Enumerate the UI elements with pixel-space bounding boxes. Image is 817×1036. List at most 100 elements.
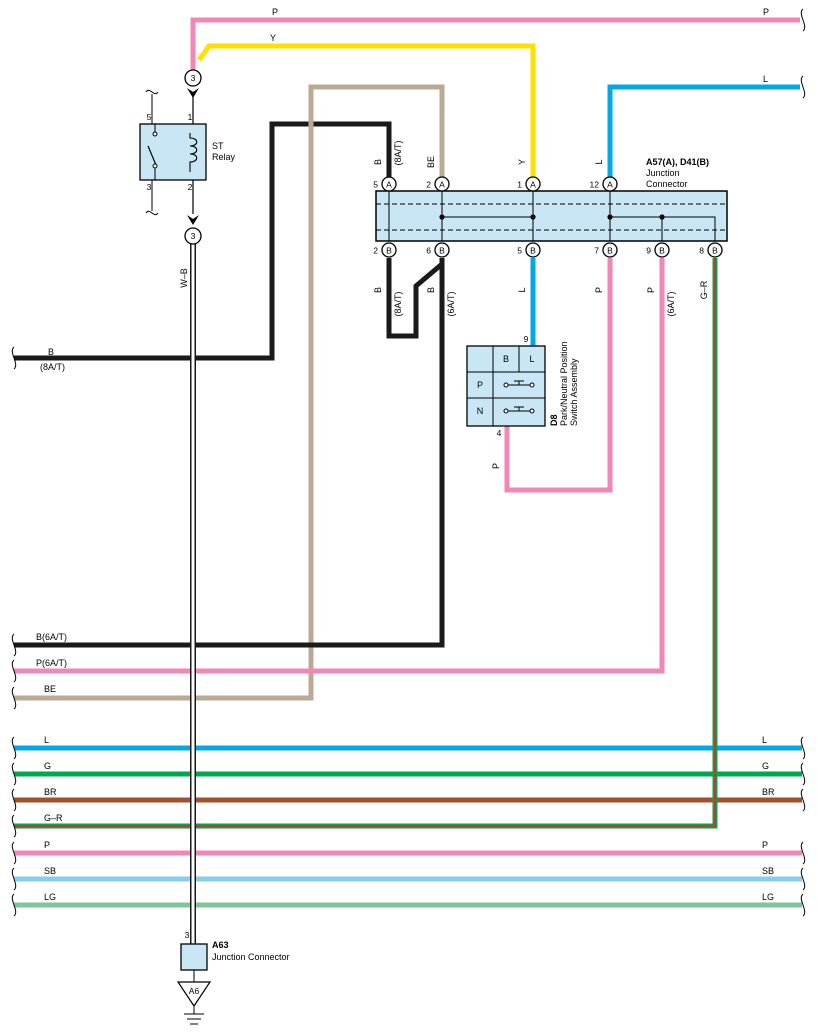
bus-label-left: G–R <box>44 813 63 823</box>
switch-contact-n <box>503 406 535 414</box>
bus-label-right: P <box>762 840 768 850</box>
pin-circle <box>525 242 541 258</box>
bus-label-right: LG <box>762 892 774 902</box>
switch-contact-p <box>503 380 535 388</box>
pin-circle <box>381 176 397 192</box>
left-p-6at-label: P(6A/T) <box>36 658 67 668</box>
junction-pin-b9: B9P(6A/T) <box>646 242 676 317</box>
pin-wire-label: L <box>517 287 527 292</box>
switch-code: D8 <box>549 414 559 426</box>
break-mark-right <box>800 841 806 865</box>
pin-note: (6A/T) <box>446 291 456 316</box>
a63-sub: Junction Connector <box>212 952 290 962</box>
ground-label: A6 <box>189 986 200 996</box>
wire-p-6at <box>14 258 665 674</box>
a63-junction: 3 A63 Junction Connector A6 <box>176 930 290 1025</box>
bus-label-right: SB <box>762 866 774 876</box>
top-y-label: Y <box>270 33 276 43</box>
break-mark-right <box>800 867 806 891</box>
junction-sub1: Junction <box>646 168 680 178</box>
switch-wire-p-label: P <box>491 463 501 469</box>
pin-number: 12 <box>590 180 600 190</box>
pin-number: 5 <box>517 246 522 256</box>
st-relay: 3 1 2 5 3 ST Relay 3 <box>139 69 236 245</box>
relay-pin5: 5 <box>147 112 152 122</box>
switch-col-b: B <box>503 354 509 364</box>
ground-icon <box>184 1013 204 1025</box>
junction-pin-b2: B2B(8A/T) <box>373 242 403 317</box>
pin-wire-label: B <box>426 287 436 293</box>
bus-label-right: G <box>762 761 769 771</box>
pin-circle <box>654 242 670 258</box>
pin-note: (8A/T) <box>393 140 403 165</box>
junction-pin-b5: B5L <box>517 242 541 293</box>
pin-circle <box>434 176 450 192</box>
relay-pin3: 3 <box>147 182 152 192</box>
switch-name1: Park/Neutral Position <box>559 341 569 426</box>
break-mark-left <box>11 633 17 657</box>
relay-pin2: 2 <box>188 182 193 192</box>
break-mark-left <box>11 736 17 760</box>
pin-circle <box>434 242 450 258</box>
pin-id: B <box>607 246 613 256</box>
wire-b-loop <box>386 258 445 339</box>
wb-label: W–B <box>179 268 189 288</box>
relay-top-conn-label: 3 <box>191 73 196 83</box>
ground-triangle <box>176 981 212 1008</box>
pin-number: 1 <box>517 180 522 190</box>
break-mark-right <box>800 736 806 760</box>
junction-body <box>375 190 728 242</box>
pin-id: A <box>530 180 536 190</box>
left-b-8at-label: B <box>48 347 54 357</box>
a63-box <box>180 943 208 971</box>
wire-b-8at <box>14 121 392 361</box>
relay-pin1: 1 <box>188 112 193 122</box>
wire-b-6at <box>14 264 445 648</box>
pin-circle <box>381 242 397 258</box>
junction-pin-b7: B7P <box>594 242 618 293</box>
wire-g-r <box>14 258 718 829</box>
junction-pin-b8: B8G–R <box>699 242 723 299</box>
pin-id: B <box>439 246 445 256</box>
relay-break-bottom <box>145 210 159 216</box>
pin-wire-label: BE <box>426 156 436 168</box>
pin-number: 2 <box>426 180 431 190</box>
wire-l-top <box>607 84 800 178</box>
left-be-label: BE <box>44 684 56 694</box>
bus-label-left: SB <box>44 866 56 876</box>
junction-pin-b6: B6B(6A/T) <box>426 242 456 317</box>
chevron-down-icon <box>187 215 199 225</box>
junction-pin-a5: A5B(8A/T) <box>373 140 403 192</box>
wire-p-switch <box>504 258 613 493</box>
relay-coil-icon <box>189 133 198 172</box>
pin-id: B <box>386 246 392 256</box>
wire-p-top <box>190 17 800 74</box>
relay-name: ST <box>212 141 224 151</box>
switch-pin-bottom: 4 <box>497 428 502 438</box>
pin-id: A <box>607 180 613 190</box>
pin-circle <box>602 176 618 192</box>
break-mark-right <box>800 762 806 786</box>
pin-number: 7 <box>594 246 599 256</box>
break-mark-left <box>11 893 17 917</box>
top-l-label: L <box>763 74 768 84</box>
pin-note: (6A/T) <box>666 291 676 316</box>
top-p-label-right: P <box>763 7 769 17</box>
pin-number: 5 <box>373 180 378 190</box>
wire-y <box>196 43 536 178</box>
relay-contact <box>147 145 157 166</box>
break-mark-left <box>11 867 17 891</box>
junction-sub2: Connector <box>646 179 688 189</box>
break-mark-left <box>11 346 17 370</box>
top-p-label-left: P <box>272 7 278 17</box>
relay-bottom-conn-label: 3 <box>191 231 196 241</box>
switch-name2: Switch Assembly <box>569 358 579 426</box>
pin-wire-label: B <box>373 159 383 165</box>
pin-number: 2 <box>373 246 378 256</box>
pin-number: 6 <box>426 246 431 256</box>
junction-pin-a1: A1Y <box>517 159 541 192</box>
bus-lines <box>14 745 802 908</box>
